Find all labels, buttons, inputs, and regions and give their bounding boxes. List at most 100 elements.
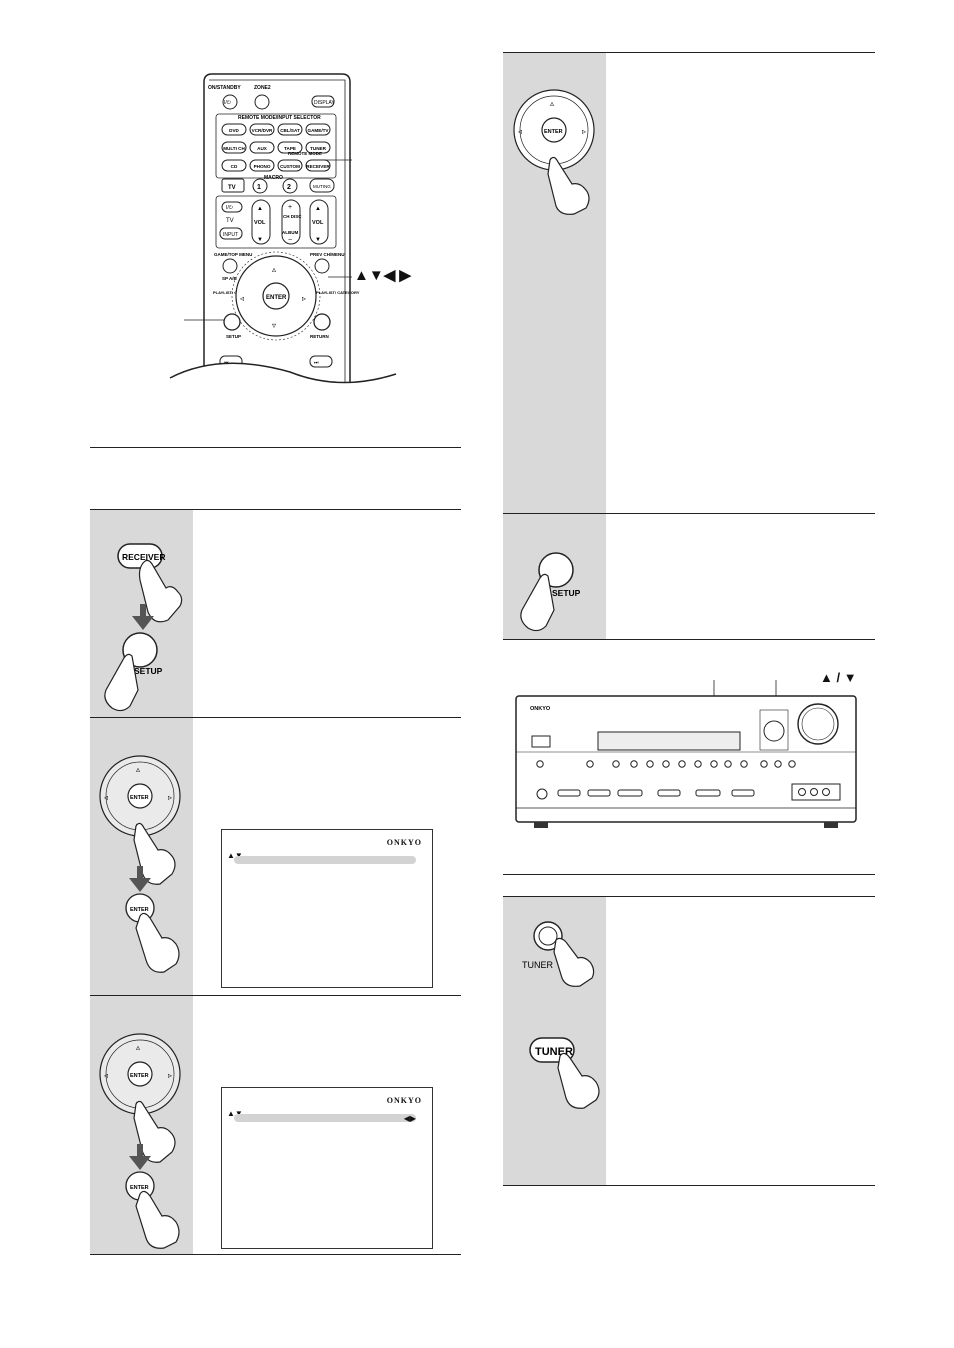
front-panel-pill-button[interactable] [587,789,611,797]
step2-drawing: ▵▿ ◃▹ ENTER ENTER [96,752,191,992]
label-vol: VOL [254,220,266,226]
svg-text:▿: ▿ [272,321,276,330]
svg-text:▹: ▹ [582,127,586,136]
svg-text:▵: ▵ [272,265,276,274]
step3-osd-highlight [234,1114,416,1122]
remote-input-button[interactable]: VCR/DVR [249,123,275,136]
label-step2-enter-small: ENTER [130,907,149,913]
remote-input-button[interactable]: GAME/TV [305,123,331,136]
step1-bottom-rule [90,717,461,718]
remote-illustration: ON/STANDBY ZONE2 I/⏻ DISPLAY REMOTE MODE… [160,72,430,412]
front-panel-button[interactable] [724,760,732,768]
label-receiver-button: RECEIVER [122,552,165,562]
svg-text:▵: ▵ [136,765,140,774]
remote-input-button-label: TAPE [284,146,296,151]
label-setup-button: SETUP [134,666,163,676]
label-macro-1: 1 [257,184,261,191]
step2-osd-highlight [234,856,416,864]
remote-input-button[interactable]: DVD [221,123,247,136]
step2-osd-logo: ONKYO [386,838,422,847]
svg-text:⏭: ⏭ [314,360,319,366]
remote-input-button[interactable]: PHONO [249,159,275,172]
front-panel-button[interactable] [630,760,638,768]
step1-drawing: RECEIVER SETUP [96,540,191,715]
label-playlist-right: PLAYLIST/ CATEGORY [316,290,360,295]
label-step3-enter: ENTER [130,1073,149,1079]
remote-input-button-label: PHONO [254,164,271,169]
label-macro: MACRO [264,175,283,181]
arrows-callout-label: ▲▼◀ ▶ [354,267,411,284]
front-panel-button[interactable] [662,760,670,768]
remote-input-button[interactable]: MULTI CH [221,141,247,154]
step3-osd-logo: ONKYO [386,1096,422,1105]
step3-onscreen-display: ONKYO ▲▼ ◀▶ [221,1087,433,1249]
front-panel-button[interactable] [586,760,594,768]
label-on-standby: ON/STANDBY [208,85,241,91]
step3-drawing: ▵▿ ◃▹ ENTER ENTER [96,1030,191,1252]
left-rule-2 [90,509,461,510]
label-vol-2: VOL [312,220,324,226]
front-panel-button[interactable] [678,760,686,768]
front-panel-button[interactable] [788,760,796,768]
front-panel-pill-button[interactable] [731,789,755,797]
front-panel-button[interactable] [646,760,654,768]
label-return: RETURN [310,334,329,339]
receiver-front-panel: ONKYO [512,680,862,832]
svg-text:▼: ▼ [315,237,321,243]
step4-drawing: ▵▿ ◃▹ ENTER [510,86,605,216]
remote-input-button[interactable]: TAPE [277,141,303,154]
front-panel-button[interactable] [774,760,782,768]
label-front-tuner: TUNER [522,960,553,970]
step4-bottom-rule [503,513,875,514]
front-panel-button[interactable] [536,760,544,768]
label-step4-enter: ENTER [544,129,563,135]
svg-text:▹: ▹ [302,294,306,303]
label-tv-button: TV [228,185,236,191]
label-game-top-menu: GAME/TOP MENU [214,252,252,257]
front-panel-button[interactable] [740,760,748,768]
front-panel-button[interactable] [760,760,768,768]
label-setup: SETUP [226,334,241,339]
svg-text:▵: ▵ [550,99,554,108]
right-bottom-rule [503,1185,875,1186]
label-remote-mode: REMOTE MODE [288,151,322,156]
remote-input-button[interactable]: CBL/SAT [277,123,303,136]
remote-input-button[interactable]: TUNER [305,141,331,154]
front-panel-button[interactable] [612,760,620,768]
svg-text:◃: ◃ [240,294,244,303]
label-zone2: ZONE2 [254,85,271,91]
label-power-symbol: I/⏻ [226,205,233,211]
svg-text:▲: ▲ [315,206,321,212]
remote-input-button[interactable]: CD [221,159,247,172]
remote-input-button[interactable]: CUSTOM [277,159,303,172]
right-top-rule [503,52,875,53]
front-panel-pill-button[interactable] [617,789,643,797]
remote-input-button-label: CUSTOM [280,164,300,169]
svg-text:▵: ▵ [136,1043,140,1052]
label-tv: TV [226,218,234,224]
front-panel-button[interactable] [694,760,702,768]
label-enter: ENTER [266,295,287,301]
svg-text:▼: ▼ [257,237,263,243]
label-ch-disc: CH DISC [283,214,302,219]
label-step3-enter-small: ENTER [130,1185,149,1191]
label-muting: MUTING [313,184,331,189]
left-top-rule [90,447,461,448]
svg-text:+: + [288,204,292,211]
updown-callout-label: ▲ / ▼ [820,670,857,685]
label-album: ALBUM [282,230,298,235]
front-panel-button-row [536,760,796,768]
front-panel-pill-button[interactable] [695,789,721,797]
front-panel-button[interactable] [710,760,718,768]
remote-input-button[interactable]: RECEIVER [305,159,331,172]
tuner-drawing: TUNER TUNER [512,912,604,1112]
label-sp-ab: SP A/B [222,276,238,281]
remote-input-button-label: MULTI CH [223,146,245,151]
step2-onscreen-display: ONKYO ▲▼ [221,829,433,988]
front-panel-pill-button[interactable] [657,789,681,797]
remote-input-button[interactable]: AUX [249,141,275,154]
svg-text:▹: ▹ [168,793,172,802]
svg-text:◃: ◃ [104,1071,108,1080]
front-panel-pill-button[interactable] [557,789,581,797]
